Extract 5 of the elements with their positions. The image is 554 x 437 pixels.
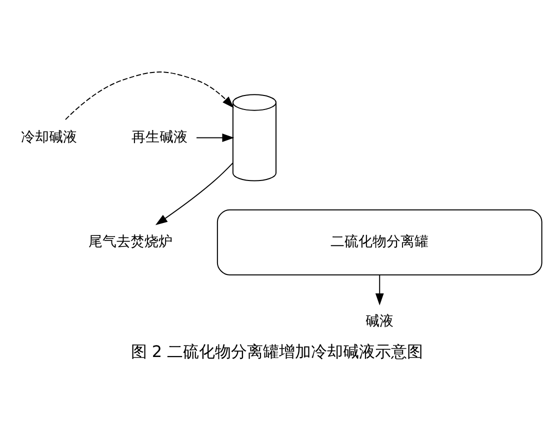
node-text: 冷却碱液: [21, 128, 78, 145]
node-text: 碱液: [366, 313, 394, 330]
node-text: 尾气去焚烧炉: [88, 234, 172, 250]
caption: 图 2 二硫化物分离罐增加冷却碱液示意图: [130, 341, 424, 360]
node-text: 再生碱液: [131, 128, 188, 145]
